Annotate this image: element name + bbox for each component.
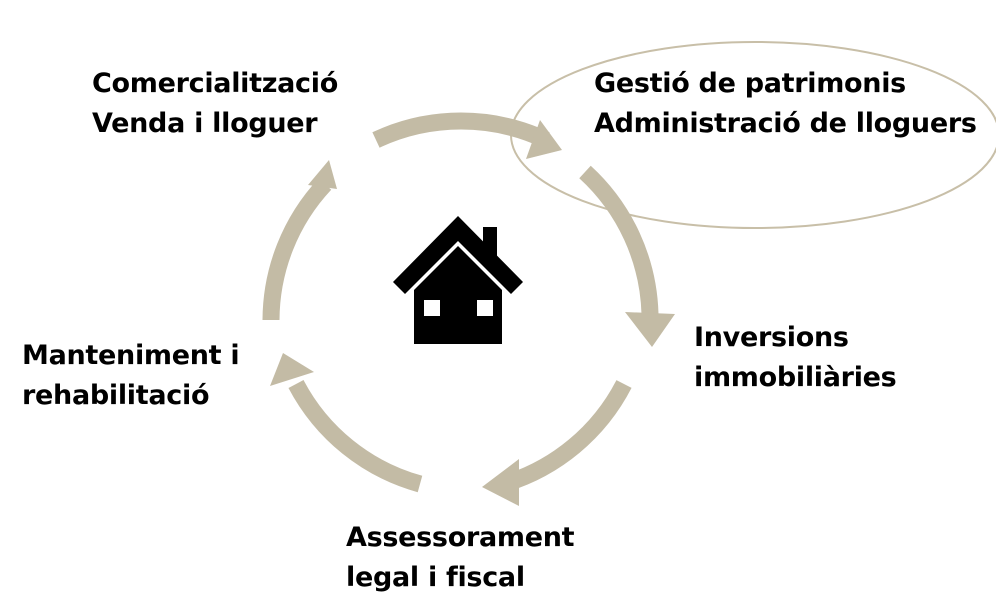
- node-inversions-line2: immobiliàries: [694, 362, 897, 393]
- arrow-gestio-to-inversions: [579, 165, 675, 347]
- node-manteniment-line1: Manteniment i: [22, 340, 240, 371]
- node-manteniment: Manteniment i rehabilitació: [22, 336, 240, 416]
- node-comercialitzacio-line2: Venda i lloguer: [92, 108, 318, 139]
- node-inversions: Inversions immobiliàries: [694, 318, 897, 398]
- house-icon: [393, 216, 523, 344]
- node-assessorament-line1: Assessorament: [346, 522, 575, 553]
- node-gestio-line1: Gestió de patrimonis: [594, 68, 906, 99]
- node-comercialitzacio: Comercialització Venda i lloguer: [92, 64, 338, 144]
- node-comercialitzacio-line1: Comercialització: [92, 68, 338, 99]
- node-gestio-line2: Administració de lloguers: [594, 108, 977, 139]
- node-gestio: Gestió de patrimonis Administració de ll…: [594, 64, 977, 144]
- arrow-inversions-to-assessorament: [482, 380, 632, 506]
- node-assessorament: Assessorament legal i fiscal: [346, 518, 575, 598]
- arrow-manteniment-to-comercialitzacio: [262, 160, 337, 321]
- node-assessorament-line2: legal i fiscal: [346, 562, 525, 593]
- node-inversions-line1: Inversions: [694, 322, 849, 353]
- arrow-assessorament-to-manteniment: [270, 353, 423, 493]
- arrow-comercialitzacio-to-gestio: [372, 112, 562, 159]
- node-manteniment-line2: rehabilitació: [22, 380, 210, 411]
